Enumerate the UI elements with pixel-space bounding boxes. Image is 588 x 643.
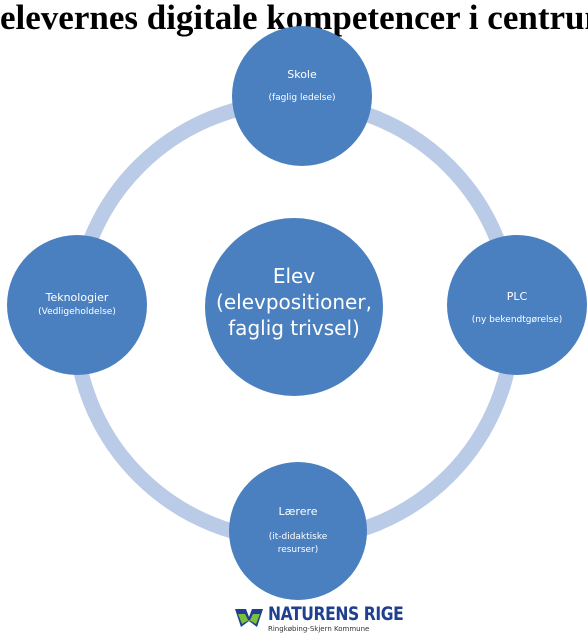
right-node-subtitle: (ny bekendtgørelse): [472, 315, 563, 325]
top-node: Skole (faglig ledelse): [232, 26, 372, 166]
top-node-circle: [232, 26, 372, 166]
top-node-title: Skole: [287, 68, 317, 81]
bottom-node-circle: [229, 462, 367, 600]
center-node-circle: [205, 218, 383, 396]
left-node: Teknologier (Vedligeholdelse): [7, 235, 147, 375]
right-node: PLC (ny bekendtgørelse): [447, 235, 587, 375]
birds-logo-icon: [235, 609, 263, 627]
logo: NATURENS RIGE Ringkøbing-Skjern Kommune: [232, 603, 404, 641]
bottom-node-subtitle-line1: (it-didaktiske: [269, 532, 328, 542]
bottom-node-subtitle-line2: resurser): [278, 545, 319, 555]
center-node-label-line1: Elev: [273, 264, 315, 288]
bottom-node: Lærere (it-didaktiske resurser): [229, 462, 367, 600]
left-node-circle: [7, 235, 147, 375]
bottom-node-title: Lærere: [278, 505, 317, 518]
center-node-label-line3: faglig trivsel): [228, 316, 360, 340]
left-node-title: Teknologier: [45, 291, 109, 304]
left-node-subtitle: (Vedligeholdelse): [38, 307, 116, 317]
logo-name: NATURENS RIGE: [268, 603, 404, 625]
center-node: Elev (elevpositioner, faglig trivsel): [205, 218, 383, 396]
right-node-circle: [447, 235, 587, 375]
center-node-label-line2: (elevpositioner,: [216, 290, 372, 314]
right-node-title: PLC: [507, 290, 528, 303]
top-node-subtitle: (faglig ledelse): [268, 93, 335, 103]
logo-subtitle: Ringkøbing-Skjern Kommune: [268, 625, 370, 633]
